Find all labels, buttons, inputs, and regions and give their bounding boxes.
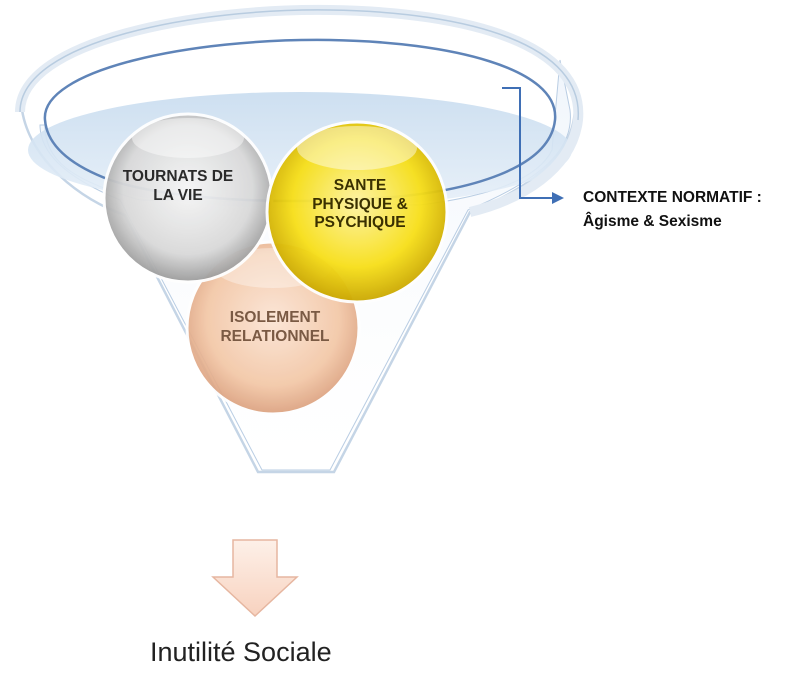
isolement-label: ISOLEMENT RELATIONNEL [200,309,350,346]
funnel-top-rim-line [19,9,579,121]
isolement-line-1: ISOLEMENT [229,309,321,326]
sante-label: SANTE PHYSIQUE & PSYCHIQUE [285,177,435,233]
tournants-line-2: LA VIE [153,186,203,204]
sante-line-2: PHYSIQUE & [312,195,408,213]
isolement-line-2: RELATIONNEL [220,327,330,345]
down-arrow-icon [211,539,299,618]
tournants-line-1: TOURNATS DE [122,168,234,185]
context-label: CONTEXTE NORMATIF : Âgisme & Sexisme [583,186,762,234]
context-line-1: CONTEXTE NORMATIF : [583,189,762,206]
sante-line-1: SANTE [333,177,387,194]
tournants-label: TOURNATS DE LA VIE [118,168,238,205]
circle-sante [265,120,449,304]
context-bracket [502,87,564,204]
context-line-2: Âgisme & Sexisme [583,213,722,231]
sante-line-3: PSYCHIQUE [314,214,406,232]
result-label: Inutilité Sociale [150,637,332,667]
